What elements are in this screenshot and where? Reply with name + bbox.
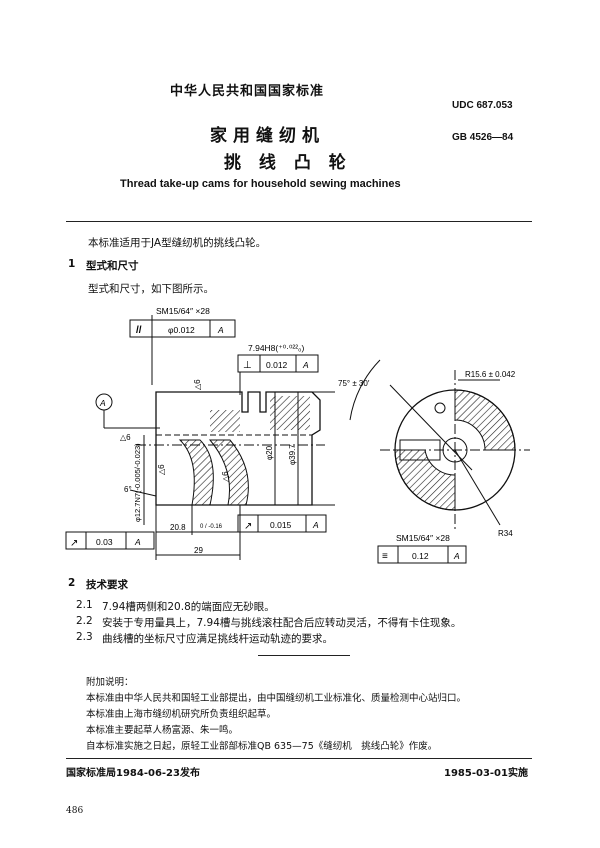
req-2-1-number: 2.1 (76, 599, 93, 611)
section1-number: 1 (68, 258, 76, 270)
datum-a-label: A (99, 398, 106, 408)
perpendicular-tolerance: 0.012 (266, 360, 288, 370)
title-english: Thread take-up cams for household sewing… (120, 178, 401, 190)
symmetry-symbol: ≡ (382, 551, 388, 562)
req-2-2-text: 安装于专用量具上，7.94槽与挑线滚柱配合后应转动灵活，不得有卡住现象。 (102, 617, 462, 629)
slot-dimension: 7.94H8(⁺⁰·⁰²²₀) (248, 343, 305, 353)
length-20-8-label: 20.8 (170, 523, 186, 532)
diameter-39-label: φ39.7 (288, 444, 297, 465)
section1-title: 型式和尺寸 (86, 260, 139, 272)
runout-2-datum: A (134, 537, 141, 547)
symmetry-datum: A (453, 551, 460, 561)
title-line-2: 挑 线 凸 轮 (224, 153, 352, 173)
national-standard-heading: 中华人民共和国国家标准 (170, 84, 325, 99)
udc-code: UDC 687.053 (452, 100, 513, 111)
page-number: 486 (66, 806, 84, 816)
runout-1-tolerance: 0.015 (270, 520, 292, 530)
notes-line-3: 本标准主要起草人杨富源、朱一鸣。 (86, 725, 239, 736)
length-29-label: 29 (194, 546, 203, 555)
req-2-2-number: 2.2 (76, 615, 93, 627)
chamfer-label-1: △6 (120, 433, 131, 442)
footer-rule (66, 758, 532, 759)
runout-arrow-1: ↗ (244, 521, 252, 532)
notes-line-2: 本标准由上海市缝纫机研究所负责组织起草。 (86, 709, 277, 720)
section1-text: 型式和尺寸，如下图所示。 (88, 283, 214, 295)
thread-spec-bottom: SM15/64″ ×28 (396, 533, 450, 543)
radius-34-label: R34 (498, 529, 513, 538)
chamfer-label-2: △6 (193, 379, 202, 390)
chamfer-label-4: △6 (221, 471, 230, 482)
runout-2-tolerance: 0.03 (96, 537, 113, 547)
section2-title: 技术要求 (86, 579, 128, 591)
perpendicular-symbol: ⊥ (243, 360, 252, 371)
req-2-1-text: 7.94槽两侧和20.8的端面应无砂眼。 (102, 601, 275, 613)
angle-6-label: 6° (124, 485, 132, 494)
cam-drawing: SM15/64″ ×28 // φ0.012 A 7.94H8(⁺⁰·⁰²²₀)… (65, 306, 530, 564)
parallel-tolerance: φ0.012 (168, 325, 195, 335)
issue-date: 国家标准局1984-06-23发布 (66, 768, 200, 779)
parallel-symbol: // (136, 325, 142, 336)
section-divider (258, 655, 350, 656)
notes-line-1: 本标准由中华人民共和国轻工业部提出，由中国缝纫机工业标准化、质量检测中心站归口。 (86, 693, 467, 704)
notes-heading: 附加说明： (86, 677, 134, 688)
perpendicular-datum: A (302, 360, 309, 370)
section2-number: 2 (68, 577, 76, 589)
runout-arrow-2: ↗ (70, 538, 78, 549)
title-line-1: 家用缝纫机 (210, 126, 325, 146)
thread-spec-top: SM15/64″ ×28 (156, 306, 210, 316)
effective-date: 1985-03-01实施 (444, 768, 528, 779)
parallel-datum: A (217, 325, 224, 335)
length-20-8-tolerance: 0 / -0.16 (200, 524, 223, 530)
diameter-20-label: φ20 (265, 445, 274, 460)
radius-15-6-label: R15.6 ± 0.042 (465, 370, 516, 379)
symmetry-tolerance: 0.12 (412, 551, 429, 561)
header-rule (66, 221, 532, 222)
gb-code: GB 4526—84 (452, 132, 514, 143)
chamfer-label-3: △6 (157, 464, 166, 475)
req-2-3-number: 2.3 (76, 631, 93, 643)
small-diameter-label: φ12.7N7(-0.005/-0.023) (133, 443, 142, 522)
runout-1-datum: A (312, 520, 319, 530)
notes-line-4: 自本标准实施之日起，原轻工业部部标准QB 635—75《缝纫机 挑线凸轮》作废。 (86, 741, 438, 752)
req-2-3-text: 曲线槽的坐标尺寸应满足挑线杆运动轨迹的要求。 (102, 633, 333, 645)
angle-75-label: 75° ± 30′ (338, 379, 370, 388)
intro-text: 本标准适用于JA型缝纫机的挑线凸轮。 (88, 237, 267, 249)
